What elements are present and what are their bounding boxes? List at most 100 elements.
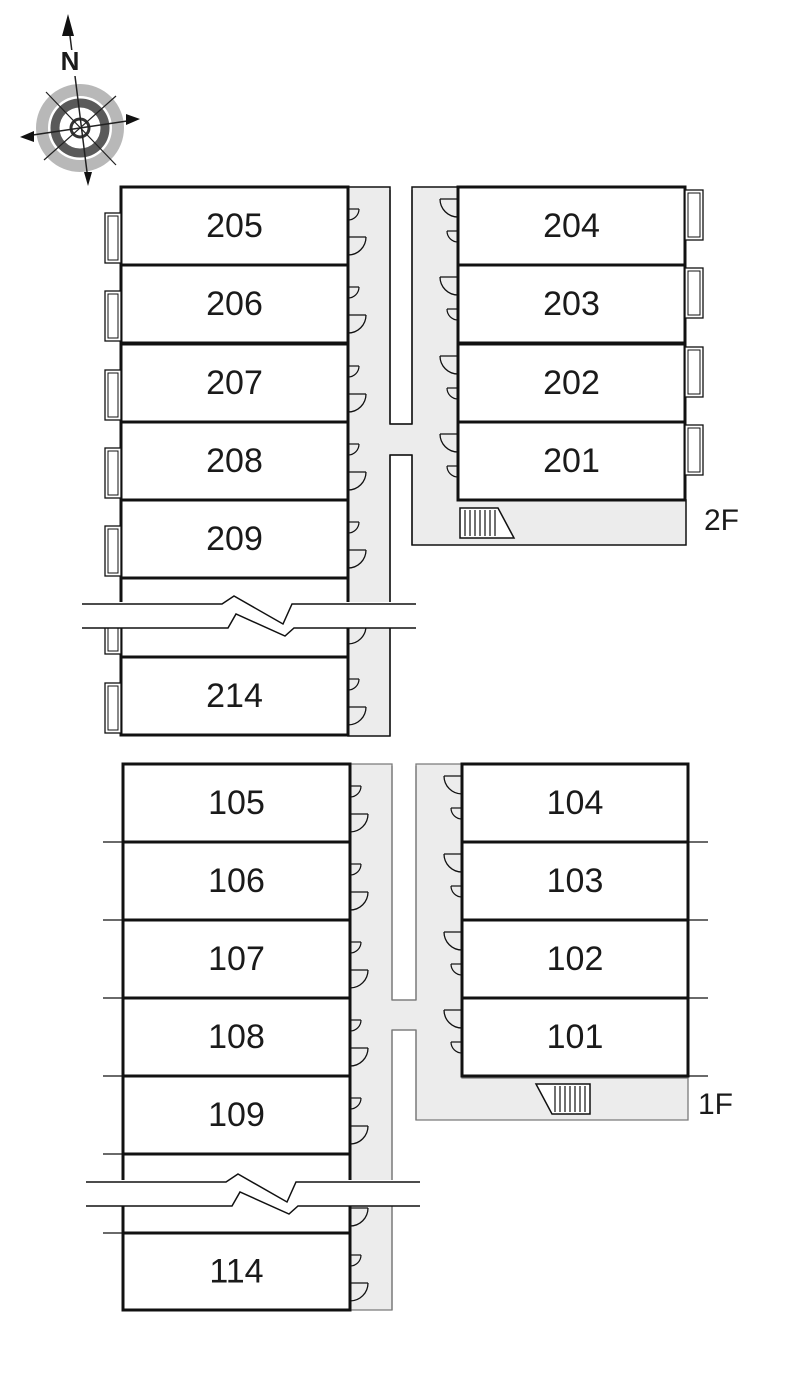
- unit-number-108: 108: [208, 1018, 265, 1056]
- door-208-a: [347, 443, 360, 456]
- break-line-2f: [80, 595, 420, 637]
- unit-number-104: 104: [547, 784, 604, 822]
- door-106-b: [349, 891, 369, 911]
- door-208-b: [347, 471, 367, 491]
- door-209-b: [347, 549, 367, 569]
- door-214-a: [347, 678, 360, 691]
- unit-number-208: 208: [206, 442, 263, 480]
- break-line-1f: [84, 1173, 424, 1215]
- door-207-a: [347, 365, 360, 378]
- door-105-b: [349, 813, 369, 833]
- unit-104: 104: [443, 762, 708, 844]
- door-104-b: [450, 807, 463, 820]
- unit-102: 102: [443, 918, 708, 1000]
- west-wing-2f: 205 206 207 208 209 214: [104, 185, 367, 737]
- door-102-b: [450, 963, 463, 976]
- unit-number-214: 214: [206, 677, 263, 715]
- unit-number-114: 114: [209, 1252, 263, 1290]
- door-107-b: [349, 969, 369, 989]
- door-204-a: [439, 198, 459, 218]
- unit-number-106: 106: [208, 862, 265, 900]
- unit-103: 103: [443, 840, 708, 922]
- floor-2f-plan: 205 206 207 208 209 214 204 203 202 201 2F: [80, 185, 739, 737]
- door-206-b: [347, 314, 367, 334]
- door-201-b: [446, 465, 459, 478]
- door-203-b: [446, 308, 459, 321]
- balcony-208: [104, 447, 122, 499]
- unit-202: 202: [439, 342, 704, 424]
- north-label: N: [61, 46, 80, 76]
- unit-number-203: 203: [543, 285, 600, 323]
- door-106-a: [349, 863, 362, 876]
- unit-number-202: 202: [543, 364, 600, 402]
- door-101-a: [443, 1009, 463, 1029]
- balcony-201: [684, 424, 704, 476]
- door-209-a: [347, 521, 360, 534]
- door-108-b: [349, 1047, 369, 1067]
- balcony-203: [684, 267, 704, 319]
- stairs-1f: [534, 1083, 591, 1115]
- unit-203: 203: [439, 263, 704, 345]
- east-wing-2f: 204 203 202 201: [439, 185, 704, 502]
- door-201-a: [439, 433, 459, 453]
- unit-number-206: 206: [206, 285, 263, 323]
- unit-214: 214: [104, 655, 367, 737]
- unit-106: 106: [103, 840, 369, 922]
- unit-number-201: 201: [543, 442, 600, 480]
- unit-number-109: 109: [208, 1096, 265, 1134]
- door-103-b: [450, 885, 463, 898]
- unit-number-105: 105: [208, 784, 265, 822]
- east-wing-1f: 104 103 102 101: [443, 762, 708, 1078]
- door-104-a: [443, 775, 463, 795]
- stairs-2f: [459, 507, 516, 539]
- unit-209: 209: [104, 498, 367, 580]
- door-204-b: [446, 230, 459, 243]
- door-114-b: [349, 1282, 369, 1302]
- west-wing-1f: 105 106 107 108 109 114: [103, 762, 369, 1312]
- door-105-a: [349, 785, 362, 798]
- door-102-a: [443, 931, 463, 951]
- unit-204: 204: [439, 185, 704, 267]
- door-partial-1f: [349, 1207, 369, 1227]
- door-206-a: [347, 286, 360, 299]
- door-108-a: [349, 1019, 362, 1032]
- door-101-b: [450, 1041, 463, 1054]
- unit-109: 109: [103, 1074, 369, 1156]
- balcony-204: [684, 189, 704, 241]
- balcony-202: [684, 346, 704, 398]
- unit-114: 114: [121, 1231, 369, 1312]
- door-109-b: [349, 1125, 369, 1145]
- door-103-a: [443, 853, 463, 873]
- balcony-207: [104, 369, 122, 421]
- unit-number-101: 101: [547, 1018, 604, 1056]
- door-205-a: [347, 208, 360, 221]
- unit-number-209: 209: [206, 520, 263, 558]
- unit-number-103: 103: [547, 862, 604, 900]
- door-205-b: [347, 236, 367, 256]
- door-203-a: [439, 276, 459, 296]
- unit-107: 107: [103, 918, 369, 1000]
- floor-label-2f: 2F: [704, 504, 739, 537]
- unit-108: 108: [103, 996, 369, 1078]
- unit-number-205: 205: [206, 207, 263, 245]
- unit-101: 101: [443, 996, 708, 1078]
- balcony-205: [104, 212, 122, 264]
- balcony-206: [104, 290, 122, 342]
- compass-rose-icon: N: [20, 14, 140, 186]
- balcony-214: [104, 682, 122, 734]
- floor-1f-plan: 105 106 107 108 109 114 104 103 102 101 1F: [84, 762, 733, 1312]
- unit-number-207: 207: [206, 364, 263, 402]
- door-107-a: [349, 941, 362, 954]
- unit-205: 205: [104, 185, 367, 267]
- unit-201: 201: [439, 420, 704, 502]
- unit-105: 105: [103, 762, 369, 844]
- unit-207: 207: [104, 342, 367, 424]
- unit-number-107: 107: [208, 940, 265, 978]
- door-207-b: [347, 393, 367, 413]
- door-202-b: [446, 387, 459, 400]
- unit-number-204: 204: [543, 207, 600, 245]
- door-114-a: [349, 1254, 362, 1267]
- door-214-b: [347, 706, 367, 726]
- floor-label-1f: 1F: [698, 1088, 733, 1121]
